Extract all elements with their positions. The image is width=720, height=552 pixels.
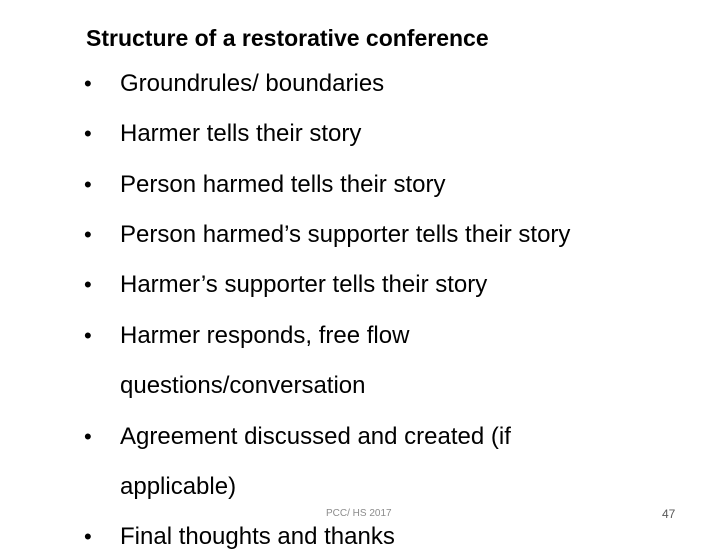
bullet-text: Groundrules/ boundaries: [120, 70, 385, 97]
bullet-text: Harmer’s supporter tells their story: [120, 271, 488, 298]
bullet-icon: •: [84, 424, 92, 449]
bullet-icon: •: [84, 323, 92, 348]
bullet-text: Harmer responds, free flow: [120, 322, 410, 349]
bullet-icon: •: [84, 272, 92, 297]
page-number: 47: [662, 507, 676, 521]
bullet-text: Person harmed’s supporter tells their st…: [120, 221, 571, 248]
slide-title: Structure of a restorative conference: [86, 25, 489, 51]
bullet-icon: •: [84, 172, 92, 197]
bullet-text: Agreement discussed and created (if: [120, 423, 511, 450]
bullet-text: Final thoughts and thanks: [120, 523, 395, 550]
footer-text: PCC/ HS 2017: [326, 508, 392, 519]
bullet-icon: •: [84, 524, 92, 549]
bullet-text: questions/conversation: [120, 372, 366, 399]
bullet-text: applicable): [120, 473, 237, 500]
bullet-icon: •: [84, 71, 92, 96]
bullet-text: Person harmed tells their story: [120, 171, 446, 198]
bullet-text: Harmer tells their story: [120, 120, 362, 147]
bullet-icon: •: [84, 222, 92, 247]
bullet-icon: •: [84, 121, 92, 146]
